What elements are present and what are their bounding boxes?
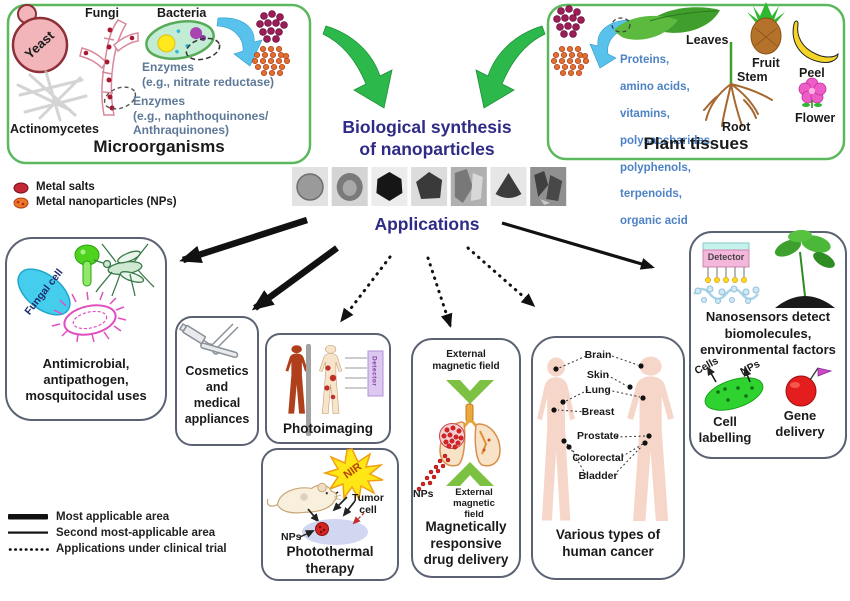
- green-arrow-right: [475, 25, 546, 109]
- nanosensor-detector-label: Detector: [707, 252, 745, 262]
- cell-labelling-icon: [704, 366, 764, 411]
- nanosensor-detector-icon: [702, 242, 750, 283]
- cell-labelling-caption: Cell labelling: [698, 414, 752, 445]
- photothermal-caption: Photothermal therapy: [286, 544, 374, 576]
- plant-tissues-title: Plant tissues: [643, 134, 749, 153]
- legend-most-applicable: Most applicable area: [56, 511, 170, 523]
- nir-starburst-icon: [322, 448, 384, 502]
- mouse-icon: [266, 482, 342, 514]
- magnetic-np-cluster: [416, 423, 465, 492]
- gene-delivery-icon: [785, 367, 833, 407]
- biomolecules-icon: [693, 285, 760, 304]
- fungi-label: Fungi: [85, 6, 120, 20]
- photoimaging-rays: [345, 357, 367, 389]
- cancer-label-prostate: Prostate: [576, 430, 619, 442]
- medical-instruments-icon: [178, 322, 239, 359]
- photoimaging-divider: [306, 344, 311, 436]
- metal-salts-label: Metal salts: [36, 181, 95, 193]
- cancer-label-brain: Brain: [584, 349, 612, 361]
- microorganisms-box: [6, 3, 312, 165]
- cosmetics-caption: Cosmetics and medical appliances: [184, 364, 250, 426]
- magnetic-field-bottom-label: External magnetic field: [453, 487, 495, 520]
- antimicrobial-caption: Antimicrobial, antipathogen, mosquitocid…: [25, 356, 147, 403]
- legend-second-most: Second most-applicable area: [56, 527, 216, 539]
- flower-icon: [798, 77, 827, 108]
- cancer-label-colorectal: Colorectal: [572, 452, 624, 464]
- fungal-cell-icon: [17, 268, 71, 316]
- plant-seedling-icon: [774, 229, 835, 308]
- actinomycetes-icon: [16, 70, 88, 122]
- photoimaging-caption: Photoimaging: [283, 421, 373, 436]
- line-legend-samples: [8, 514, 50, 551]
- leaves-label: Leaves: [686, 33, 729, 47]
- plant-compounds-list: Proteins, amino acids, vitamins, polysac…: [620, 54, 714, 228]
- blue-curved-arrow-microorganisms: [216, 17, 263, 67]
- metal-nanoparticles-dot: [13, 197, 29, 209]
- bacteria-label: Bacteria: [157, 6, 207, 20]
- enzymes-bacteria-label: Enzymes (e.g., nitrate reductase): [142, 60, 275, 89]
- cosmetics-box: [175, 316, 259, 446]
- actinomycetes-label: Actinomycetes: [10, 122, 99, 136]
- tumor-cell-pointer: [352, 512, 365, 525]
- cancer-label-lung: Lung: [585, 384, 611, 396]
- enzymes-fungi-label: Enzymes (e.g., naphthoquinones/ Anthraqu…: [133, 94, 269, 137]
- photothermal-nps-label: NPs: [281, 531, 302, 543]
- magnetic-box: [411, 338, 521, 578]
- cancer-site-connectors: [557, 355, 647, 476]
- green-arrow-left: [322, 25, 393, 109]
- stem-label: Stem: [737, 70, 768, 84]
- cancer-label-bladder: Bladder: [578, 470, 618, 482]
- yeast-icon: [11, 4, 69, 74]
- cancer-label-skin: Skin: [586, 369, 610, 381]
- microorganisms-title: Microorganisms: [93, 137, 225, 156]
- magnet-chevron-top: [446, 380, 494, 404]
- root-label: Root: [722, 120, 751, 134]
- pink-microbe-icon: [51, 291, 127, 343]
- metal-nanoparticles-label: Metal nanoparticles (NPs): [36, 196, 177, 208]
- bacteria-enzyme-site: [185, 37, 221, 61]
- gene-delivery-caption: Gene delivery: [775, 408, 825, 439]
- peel-label: Peel: [799, 66, 825, 80]
- magnet-chevron-bottom: [446, 462, 494, 486]
- magnetic-nps-label: NPs: [413, 488, 434, 500]
- photoimaging-lesions: [324, 365, 337, 400]
- nps-pointer-photothermal: [299, 530, 315, 538]
- cancer-caption: Various types of human cancer: [555, 527, 661, 559]
- photoimaging-detector-label: Detector: [370, 356, 378, 387]
- fungi-spores-icon: [83, 27, 135, 111]
- flower-label: Flower: [795, 111, 836, 125]
- metal-salts-dot: [13, 182, 29, 194]
- tumor-cell-label: Tumor cell: [352, 492, 384, 516]
- fruit-icon: [747, 2, 785, 55]
- magnetic-field-top-label: External magnetic field: [432, 349, 500, 372]
- bacteria-icon: [145, 20, 215, 60]
- mouse-to-dish-arrow: [307, 508, 320, 523]
- photoimaging-detector: [367, 350, 384, 397]
- nanosensors-caption: Nanosensors detect biomolecules, environ…: [700, 309, 836, 357]
- synthesis-title: Biological synthesis of nanoparticles: [342, 117, 512, 159]
- leaves-icon: [611, 7, 720, 40]
- tumor-np-cluster: [315, 522, 329, 536]
- fungi-enzyme-site: [103, 86, 137, 110]
- stem-root-icon: [703, 42, 773, 127]
- mosquito-icon: [93, 243, 155, 297]
- legend-clinical-trial: Applications under clinical trial: [56, 543, 227, 555]
- green-microbe-icon: [74, 244, 100, 287]
- cancer-label-breast: Breast: [581, 406, 615, 418]
- peel-icon: [792, 20, 839, 63]
- tem-image-strip: [292, 167, 567, 206]
- fruit-label: Fruit: [752, 56, 780, 70]
- magnetic-caption: Magnetically responsive drug delivery: [423, 519, 509, 567]
- application-arrows: [179, 216, 655, 328]
- applications-title: Applications: [374, 214, 480, 234]
